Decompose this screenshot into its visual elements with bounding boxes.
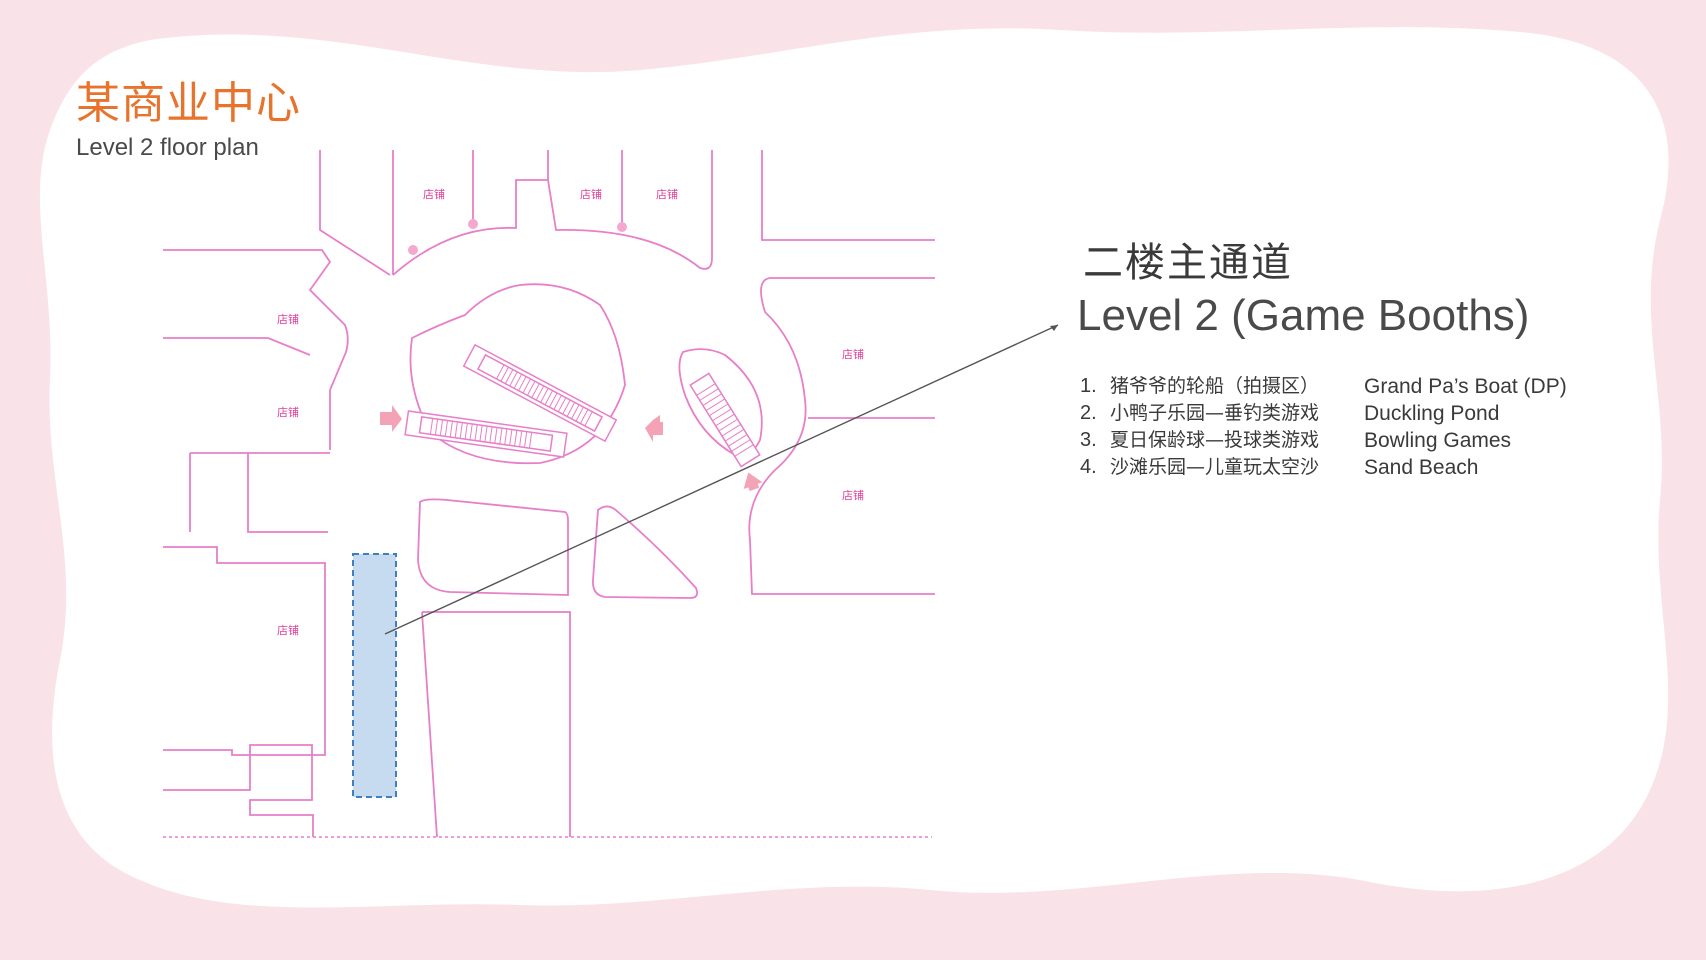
area-title-en: Level 2 (Game Booths): [1077, 291, 1530, 340]
shop-label: 店铺: [423, 187, 445, 201]
booth-lower: [404, 410, 568, 458]
legend-item: 3. 夏日保龄球—投球类游戏 Bowling Games: [1080, 427, 1567, 454]
leader-arrow-icon: [1050, 325, 1058, 331]
arrow-up-icon: [743, 472, 763, 492]
leader-line: [384, 324, 1059, 635]
legend-number: 3.: [1080, 429, 1097, 451]
shop-label: 店铺: [277, 623, 299, 637]
map-walls: [163, 150, 935, 838]
area-title-cn: 二楼主通道: [1083, 240, 1293, 286]
legend-label-cn: 夏日保龄球—投球类游戏: [1110, 429, 1320, 451]
legend-number: 2.: [1080, 402, 1097, 424]
shop-label: 店铺: [277, 405, 299, 419]
legend-item: 4. 沙滩乐园—儿童玩太空沙 Sand Beach: [1080, 454, 1567, 481]
arrow-left-icon: [645, 415, 663, 442]
legend-label-cn: 小鸭子乐园—垂钓类游戏: [1110, 402, 1320, 424]
legend-label-en: Grand Pa’s Boat (DP): [1364, 375, 1567, 398]
booths: [404, 343, 761, 468]
shop-label: 店铺: [277, 312, 299, 326]
legend-label-cn: 沙滩乐园—儿童玩太空沙: [1110, 456, 1320, 478]
legend-label-cn: 猪爷爷的轮船（拍摄区）: [1110, 375, 1320, 397]
booth-right: [689, 372, 761, 468]
shop-label: 店铺: [842, 488, 864, 502]
shop-label: 店铺: [580, 187, 602, 201]
shop-labels: 店铺 店铺 店铺 店铺 店铺 店铺 店铺 店铺: [277, 187, 864, 637]
legend-item: 1. 猪爷爷的轮船（拍摄区） Grand Pa’s Boat (DP): [1080, 373, 1567, 400]
shop-label: 店铺: [656, 187, 678, 201]
page-subtitle: Level 2 floor plan: [76, 134, 259, 161]
legend-label-en: Duckling Pond: [1364, 402, 1500, 425]
legend-number: 4.: [1080, 456, 1097, 478]
main-corridor-highlight: [352, 553, 397, 798]
arrow-right-icon: [380, 405, 402, 432]
booth-upper: [462, 343, 618, 443]
wall-nodes: [408, 219, 627, 255]
direction-arrows: [380, 405, 763, 492]
legend-number: 1.: [1080, 375, 1097, 397]
booth-legend: 1. 猪爷爷的轮船（拍摄区） Grand Pa’s Boat (DP) 2. 小…: [1080, 373, 1567, 481]
legend-item: 2. 小鸭子乐园—垂钓类游戏 Duckling Pond: [1080, 400, 1567, 427]
page-title: 某商业中心: [76, 78, 301, 129]
content-card: [39, 27, 1669, 908]
legend-label-en: Sand Beach: [1364, 456, 1479, 479]
legend-label-en: Bowling Games: [1364, 429, 1512, 452]
shop-label: 店铺: [842, 347, 864, 361]
